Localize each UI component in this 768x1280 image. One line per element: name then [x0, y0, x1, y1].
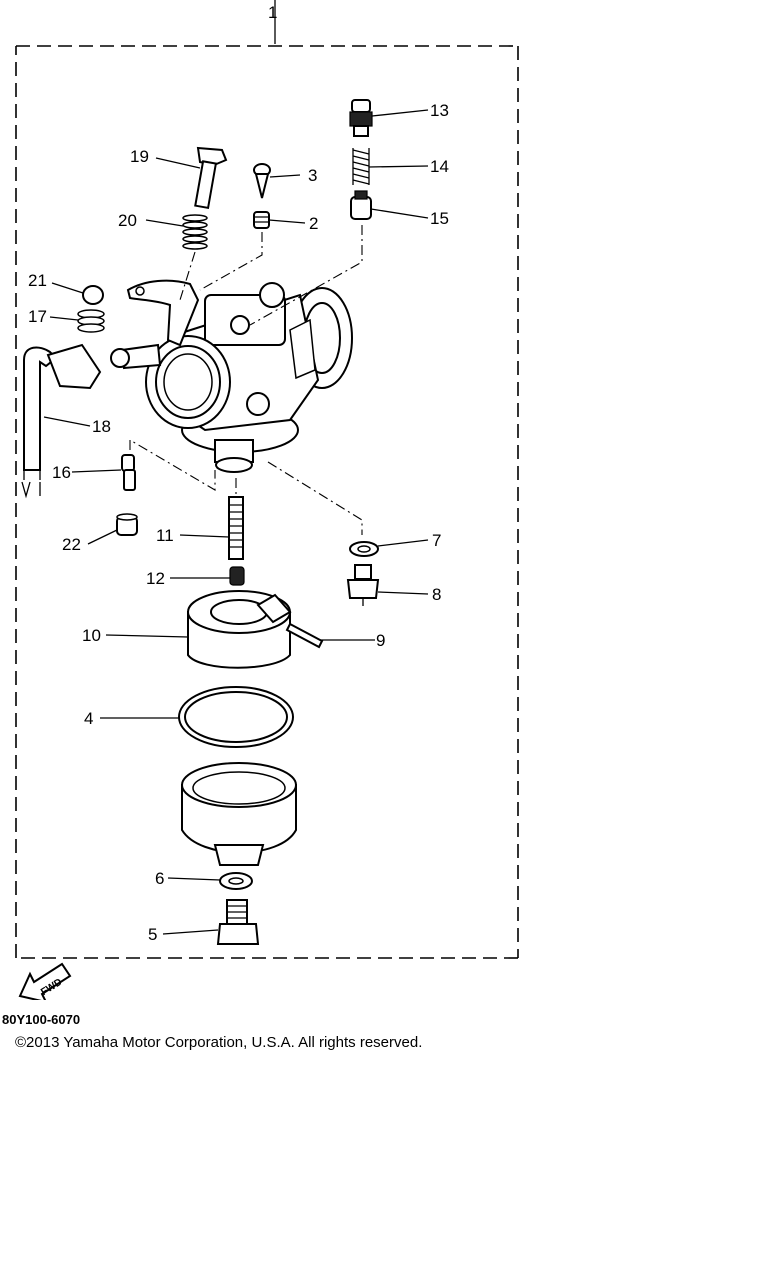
part-14-spring	[352, 148, 370, 185]
fwd-arrow-icon: FWD	[18, 962, 72, 1000]
part-13-screw	[349, 99, 373, 137]
part-3-screw	[253, 163, 271, 199]
diagram-code: 80Y100-6070	[2, 1012, 81, 1027]
part-8-valve	[346, 564, 380, 606]
callout-11: 11	[156, 526, 174, 545]
callout-labels: 1 13 14 15 19 3 20 2 21 17 18 16 22 11 7…	[28, 3, 449, 944]
carburetor-exploded-diagram: 1 13 14 15 19 3 20 2 21 17 18 16 22 11 7…	[15, 0, 519, 1000]
callout-19: 19	[130, 147, 149, 166]
callout-6: 6	[155, 869, 164, 888]
callout-2: 2	[309, 214, 318, 233]
part-15-plug	[350, 190, 372, 220]
callout-21: 21	[28, 271, 47, 290]
callout-9: 9	[376, 631, 385, 650]
float-bowl	[181, 762, 297, 866]
copyright-notice: ©2013 Yamaha Motor Corporation, U.S.A. A…	[15, 1034, 423, 1051]
callout-5: 5	[148, 925, 157, 944]
callout-13: 13	[430, 101, 449, 120]
part-6-gasket	[219, 872, 253, 890]
callout-17: 17	[28, 307, 47, 326]
assembly-boundary	[15, 0, 519, 959]
callout-4: 4	[84, 709, 93, 728]
part-5-drain-bolt	[216, 899, 260, 945]
callout-10: 10	[82, 626, 101, 645]
part-11-jet-holder	[228, 478, 244, 560]
leader-lines	[43, 109, 429, 935]
callout-8: 8	[432, 585, 441, 604]
callout-12: 12	[146, 569, 165, 588]
carburetor-body	[110, 282, 353, 473]
callout-22: 22	[62, 535, 81, 554]
part-22-cap	[116, 513, 138, 536]
part-21-nut	[82, 285, 104, 305]
callout-15: 15	[430, 209, 449, 228]
part-7-washer	[267, 461, 379, 557]
callout-18: 18	[92, 417, 111, 436]
part-19-screw	[194, 146, 228, 210]
callout-14: 14	[430, 157, 449, 176]
part-10-float	[187, 590, 292, 669]
part-2-spring	[253, 211, 270, 229]
part-18-hose	[21, 343, 102, 499]
part-12-jet	[229, 566, 245, 586]
part-16-screw	[121, 454, 136, 491]
callout-20: 20	[118, 211, 137, 230]
callout-3: 3	[308, 166, 317, 185]
part-9-pin	[285, 622, 324, 649]
part-20-spring	[182, 214, 208, 250]
part-4-oring	[178, 686, 294, 748]
part-17-spring	[77, 309, 105, 333]
callout-7: 7	[432, 531, 441, 550]
callout-1: 1	[268, 3, 277, 22]
callout-16: 16	[52, 463, 71, 482]
